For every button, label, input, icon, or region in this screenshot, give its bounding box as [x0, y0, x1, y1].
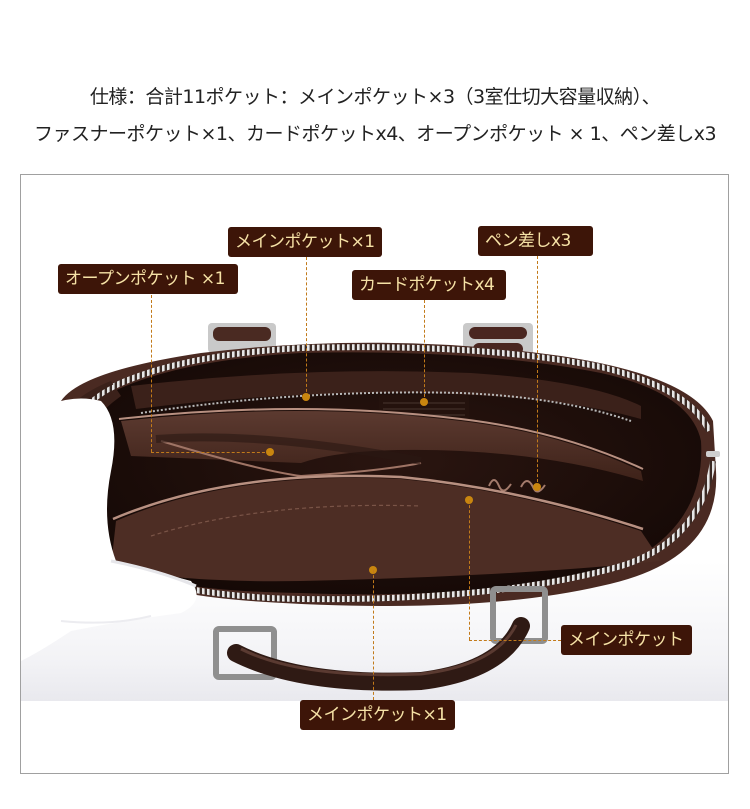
- callout-card-pocket: カードポケットx4: [352, 270, 506, 300]
- marker-card-pocket: [420, 398, 428, 406]
- marker-pen-holder: [533, 483, 541, 491]
- leader-main-pocket-right-h: [469, 640, 561, 641]
- callout-main-pocket-top: メインポケット×1: [228, 227, 382, 257]
- leader-main-pocket-bottom: [373, 570, 374, 700]
- leader-open-pocket-h: [151, 452, 270, 453]
- callout-pen-holder: ペン差しx3: [478, 226, 593, 256]
- marker-open-pocket: [266, 448, 274, 456]
- spec-line-2: ファスナーポケット×1、カードポケットx4、オープンポケット × 1、ペン差しx…: [33, 123, 717, 145]
- leader-open-pocket-v: [151, 295, 152, 452]
- leader-main-pocket-top: [306, 257, 307, 397]
- spec-line-1: 仕様：合計11ポケット：メインポケット×3（3室仕切大容量収納）、: [89, 86, 661, 108]
- leader-pen-holder: [537, 256, 538, 487]
- leader-main-pocket-right-v: [469, 500, 470, 640]
- leader-card-pocket: [424, 300, 425, 402]
- marker-main-pocket-top: [302, 393, 310, 401]
- callout-main-pocket-bottom: メインポケット×1: [300, 700, 455, 730]
- callout-main-pocket-right: メインポケット: [561, 625, 692, 655]
- callout-open-pocket: オープンポケット ×1: [58, 264, 238, 294]
